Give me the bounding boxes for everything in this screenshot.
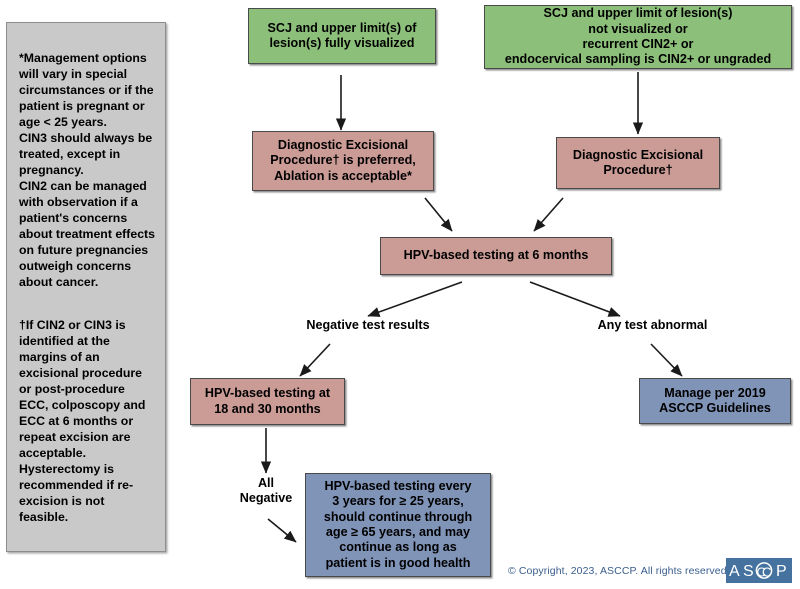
label-negative-test-results: Negative test results bbox=[306, 318, 430, 332]
arrow-hpv-6-months-to-negative bbox=[367, 281, 463, 317]
label-any-test-abnormal: Any test abnormal bbox=[597, 318, 708, 332]
management-notes-paragraph-2: †If CIN2 or CIN3 is identified at the ma… bbox=[19, 317, 146, 524]
arrow-dep-preferred-to-hpv-6-months bbox=[424, 197, 453, 232]
node-scj-fully-visualized[interactable]: SCJ and upper limit(s) of lesion(s) full… bbox=[248, 8, 436, 64]
arrow-all-negative-to-hpv-3-years bbox=[267, 518, 297, 543]
svg-text:C: C bbox=[762, 565, 771, 580]
arrow-hpv-6-months-to-abnormal bbox=[529, 281, 621, 317]
node-diagnostic-excisional-procedure-preferred[interactable]: Diagnostic Excisional Procedure† is pref… bbox=[252, 131, 434, 191]
node-hpv-testing-18-30-months[interactable]: HPV-based testing at 18 and 30 months bbox=[190, 378, 345, 425]
node-scj-not-visualized[interactable]: SCJ and upper limit of lesion(s) not vis… bbox=[484, 5, 792, 69]
management-notes-paragraph-1: *Management options will vary in special… bbox=[19, 50, 155, 289]
svg-text:P: P bbox=[776, 563, 787, 580]
node-hpv-testing-every-3-years[interactable]: HPV-based testing every 3 years for ≥ 25… bbox=[305, 473, 491, 577]
asccp-logo: A S C C P bbox=[726, 558, 792, 583]
node-diagnostic-excisional-procedure[interactable]: Diagnostic Excisional Procedure† bbox=[556, 137, 720, 189]
svg-text:A: A bbox=[729, 563, 742, 580]
arrow-abnormal-to-manage-2019 bbox=[650, 343, 683, 377]
asccp-logo-mark: A S C C P bbox=[729, 562, 787, 580]
svg-text:C: C bbox=[757, 565, 766, 580]
arrow-negative-to-hpv-18-30 bbox=[299, 343, 331, 377]
node-hpv-testing-6-months[interactable]: HPV-based testing at 6 months bbox=[380, 237, 612, 275]
node-manage-per-2019-asccp-guidelines[interactable]: Manage per 2019 ASCCP Guidelines bbox=[639, 378, 791, 424]
label-all-negative: All Negative bbox=[239, 476, 293, 506]
svg-text:S: S bbox=[743, 563, 756, 580]
copyright-text: © Copyright, 2023, ASCCP. All rights res… bbox=[508, 565, 730, 577]
arrow-dep-to-hpv-6-months bbox=[533, 197, 564, 232]
management-notes-panel: *Management options will vary in special… bbox=[6, 22, 166, 552]
